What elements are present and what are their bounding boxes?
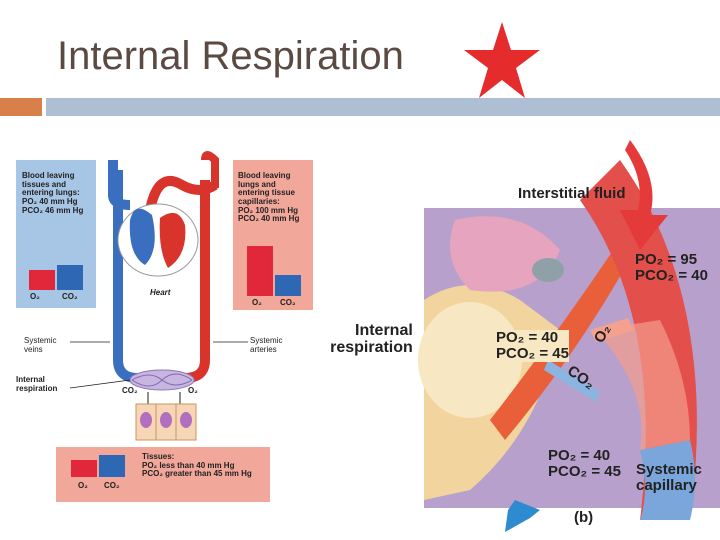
accent-bar-blue — [46, 98, 720, 116]
accent-bar-orange — [0, 98, 42, 116]
box-right-o2-label: O₂ — [252, 298, 262, 307]
box-bottom-text: Tissues: PO₂ less than 40 mm Hg PCO₂ gre… — [142, 452, 252, 479]
box-bottom-o2-label: O₂ — [78, 481, 88, 490]
box-bottom-co2-label: CO₂ — [104, 481, 120, 490]
box-right-text: Blood leaving lungs and entering tissue … — [238, 171, 300, 224]
systemic-capillary-label: Systemic capillary — [636, 461, 702, 495]
systemic-arteries-label: Systemic arteries — [250, 336, 283, 354]
interstitial-fluid-label: Interstitial fluid — [518, 185, 626, 202]
tissue-pressures: PO₂ = 40 PCO₂ = 45 — [496, 329, 569, 363]
left-o2-label: O₂ — [188, 386, 198, 395]
panel-b-label: (b) — [574, 509, 594, 526]
heart-label: Heart — [150, 288, 171, 297]
box-left-co2-label: CO₂ — [62, 292, 78, 301]
box-right-co2-label: CO₂ — [280, 298, 296, 307]
venous-pressures: PO₂ = 40 PCO₂ = 45 — [548, 447, 621, 481]
page-title: Internal Respiration — [57, 34, 404, 78]
star-icon — [464, 22, 540, 98]
right-internal-respiration-label: Internal respiration — [330, 322, 413, 357]
left-internal-respiration-label: Internal respiration — [16, 375, 58, 393]
systemic-veins-label: Systemic veins — [24, 336, 57, 354]
left-co2-label: CO₂ — [122, 386, 138, 395]
arterial-pressures: PO₂ = 95 PCO₂ = 40 — [635, 251, 708, 285]
box-left-text: Blood leaving tissues and entering lungs… — [22, 171, 84, 215]
box-left-o2-label: O₂ — [30, 292, 40, 301]
